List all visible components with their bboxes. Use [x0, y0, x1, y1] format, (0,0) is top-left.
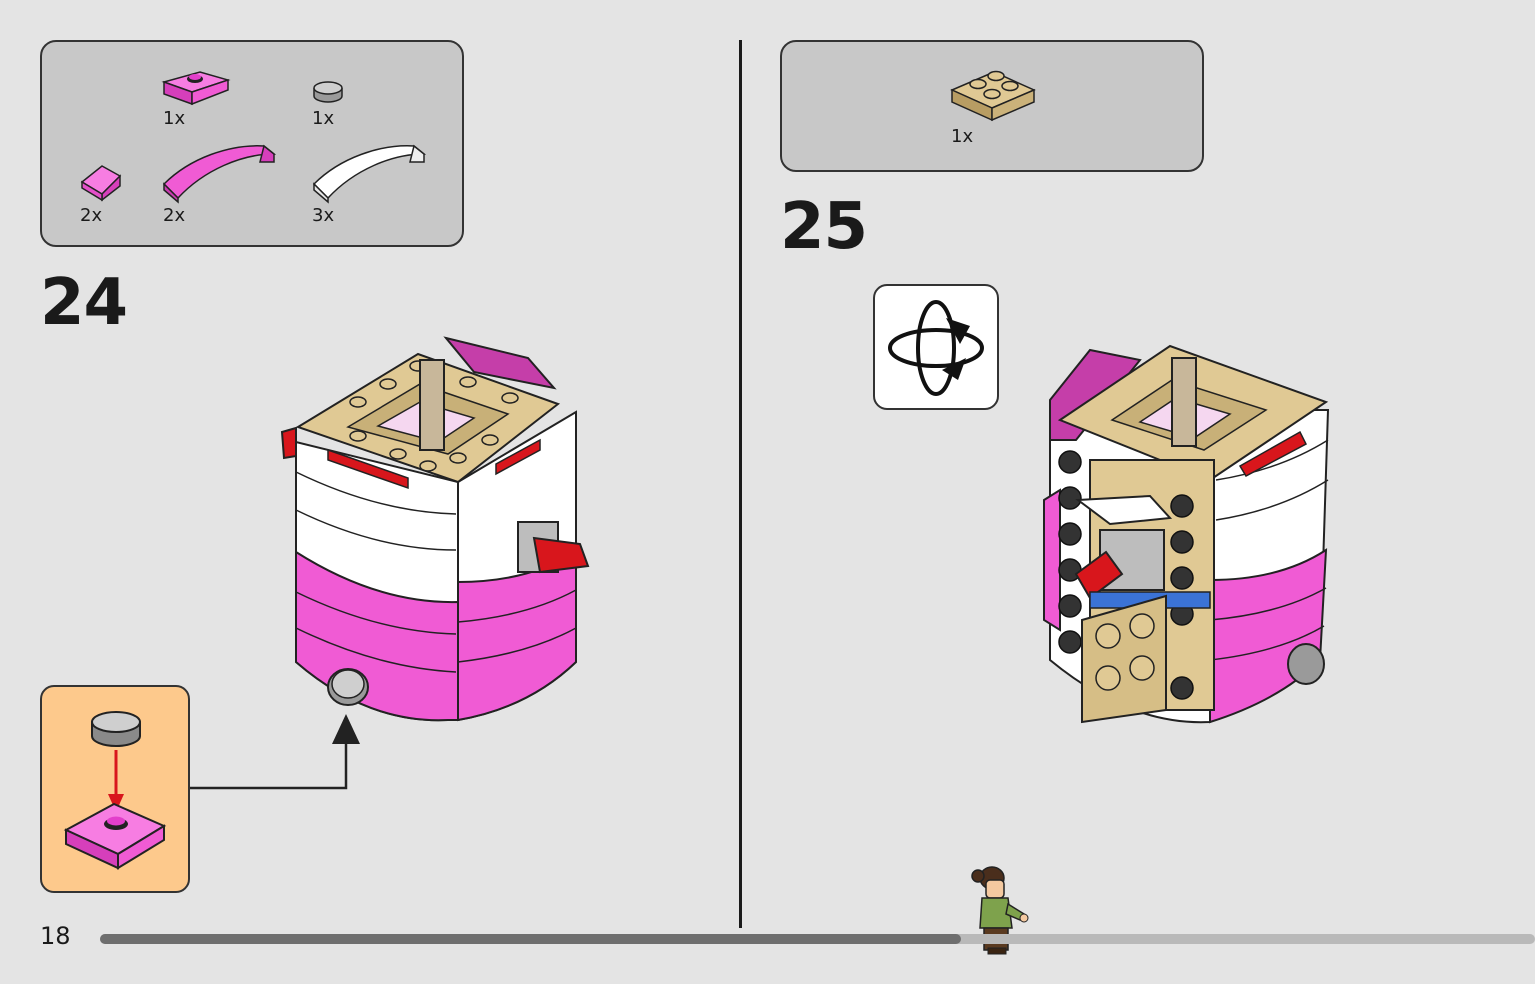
- parts-box-step-24: [40, 40, 464, 247]
- page-number: 18: [40, 922, 71, 950]
- white-curved-slope-icon: [312, 144, 427, 204]
- rotate-model-icon: [888, 300, 984, 396]
- part-qty-white-curve: 3x: [312, 205, 335, 226]
- magenta-slope-icon: [80, 165, 122, 202]
- step-number-24: 24: [40, 266, 128, 340]
- tan-2x2-plate-icon: [950, 70, 1036, 122]
- progress-bar: [100, 934, 1535, 944]
- step-25-model-illustration: [1043, 344, 1330, 724]
- arrow-pointer-icon: [190, 714, 360, 790]
- minifigure-icon: [971, 866, 1029, 955]
- page-divider: [739, 40, 742, 928]
- part-qty-jumper: 1x: [163, 108, 186, 129]
- step-number-25: 25: [780, 190, 868, 264]
- magenta-jumper-plate-icon: [161, 71, 231, 106]
- part-qty-round-tile: 1x: [312, 108, 335, 129]
- progress-bar-fill: [100, 934, 961, 944]
- callout-assembly-illustration: [63, 711, 167, 870]
- rotate-model-box: [873, 284, 999, 410]
- grey-round-tile-icon: [313, 81, 343, 103]
- step-24-model-illustration: [280, 336, 590, 722]
- part-qty-tan-plate: 1x: [951, 126, 974, 147]
- part-qty-slope: 2x: [80, 205, 103, 226]
- magenta-curved-slope-icon: [162, 144, 277, 204]
- part-qty-magenta-curve: 2x: [163, 205, 186, 226]
